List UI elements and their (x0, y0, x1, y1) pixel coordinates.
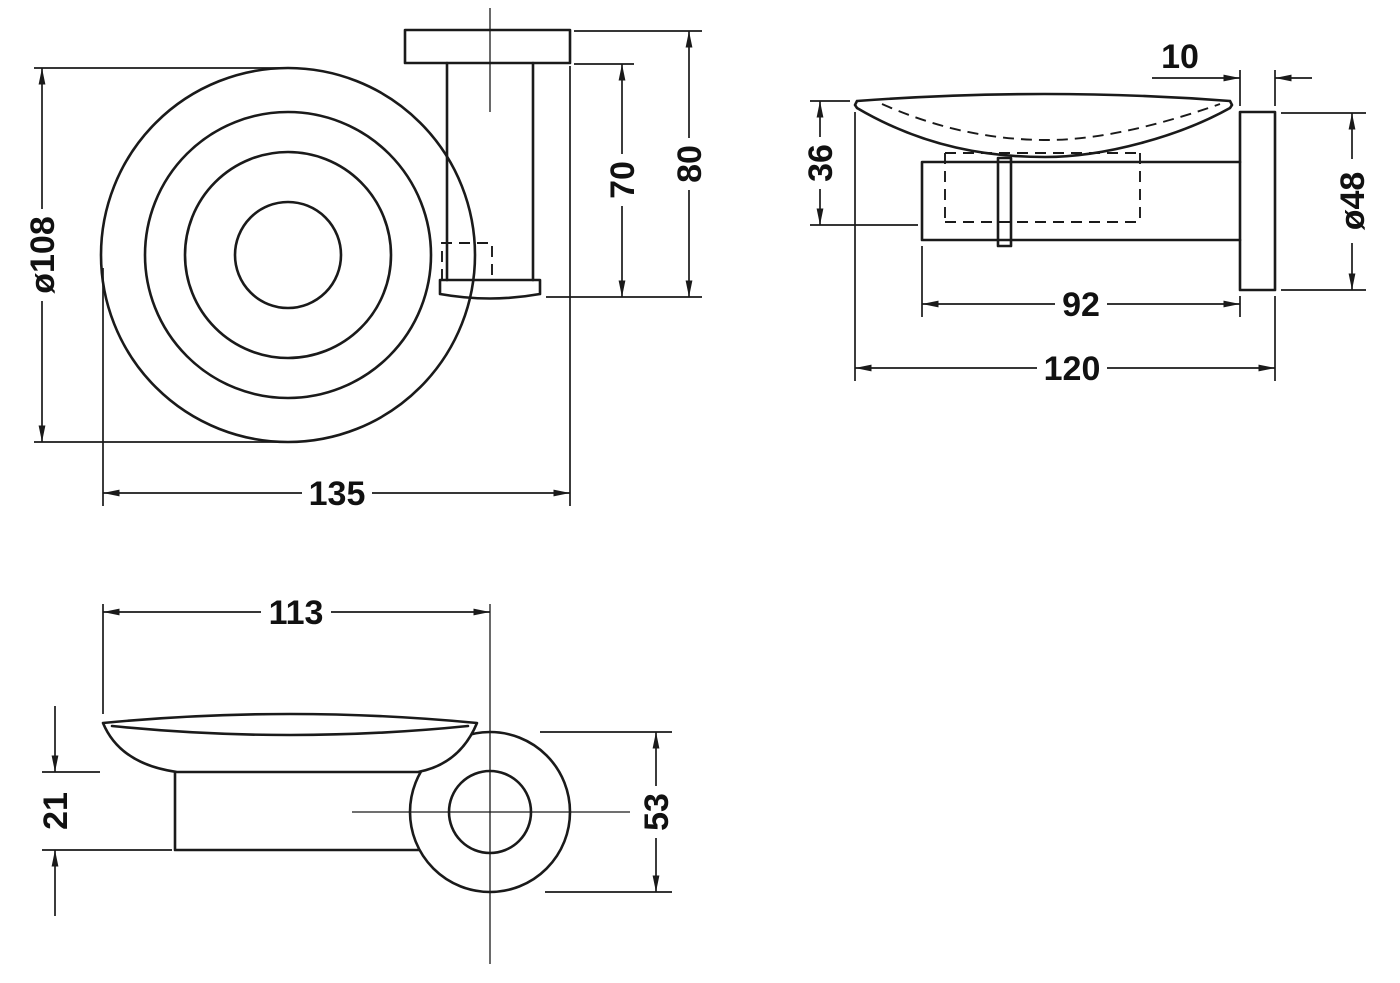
front-object (101, 604, 630, 964)
label-mask (302, 476, 372, 510)
hidden-bowl-and-cradle (881, 103, 1221, 223)
label-mask (1335, 159, 1369, 243)
wall-plate-side (1238, 110, 1277, 292)
dim-label-group-108: ø108 (24, 209, 62, 301)
side-dimensions: 10 36 ø48 92 120 (802, 38, 1372, 388)
plan-dim-dish-diameter-label: ø108 (24, 216, 62, 294)
dim-label-group-53: 53 (638, 786, 676, 838)
hidden-cradle-edge (441, 242, 493, 280)
dish-profile (853, 92, 1234, 159)
front-view: 113 21 53 (37, 594, 676, 964)
holder-collar (438, 278, 542, 300)
arm-body-front (173, 770, 422, 852)
label-mask (261, 595, 331, 629)
side-dim-overall-projection-label: 120 (1044, 350, 1101, 388)
front-extension-lines (42, 604, 672, 893)
front-dim-rosette-diameter-label: 53 (638, 793, 676, 831)
plan-object (99, 8, 572, 444)
label-mask (1037, 351, 1107, 385)
plan-view: ø108 135 70 80 (24, 8, 709, 513)
plan-extension-lines (34, 30, 702, 506)
side-dim-plate-thickness-label: 10 (1161, 38, 1199, 76)
side-dim-dish-height-label: 36 (802, 144, 840, 182)
plan-dim-overall-width-label: 135 (309, 475, 366, 513)
dish-rim-circle (143, 110, 433, 400)
side-dim-arm-length-label: 92 (1062, 286, 1100, 324)
label-mask (605, 154, 639, 206)
dim-label-group-70: 70 (604, 154, 642, 206)
dish-center-circle (233, 200, 343, 310)
dim-label-group-80: 80 (671, 138, 709, 190)
holder-arm-side (920, 160, 1242, 242)
dish-outer-circle (99, 66, 477, 444)
side-object (853, 92, 1277, 292)
front-dimensions: 113 21 53 (37, 594, 676, 916)
label-mask (803, 137, 837, 189)
dish-front-profile (101, 712, 479, 774)
wall-bracket-plate (403, 28, 572, 65)
dim-label-group-48: ø48 (1334, 159, 1372, 243)
plan-dim-overall-depth-label: 80 (671, 145, 709, 183)
side-dim-plate-diameter-label: ø48 (1334, 172, 1372, 231)
front-dim-dish-width-label: 113 (269, 594, 324, 632)
rosette-centerlines (352, 604, 630, 964)
plan-dimensions: ø108 135 70 80 (24, 30, 709, 513)
front-dim-arm-height-label: 21 (37, 792, 75, 830)
side-view: 10 36 ø48 92 120 (802, 38, 1372, 388)
dim-label-group-36: 36 (802, 137, 840, 189)
label-mask (1055, 287, 1107, 321)
label-mask (25, 209, 59, 301)
side-extension-lines (810, 70, 1366, 381)
arm-collar-ring (996, 156, 1013, 248)
label-mask (639, 786, 673, 838)
dish-bowl-circle (183, 150, 393, 360)
plan-dim-holder-depth-label: 70 (604, 161, 642, 199)
dish-inner-rim-arc (110, 724, 470, 737)
label-mask (672, 138, 706, 190)
dim-label-group-21: 21 (37, 792, 75, 830)
